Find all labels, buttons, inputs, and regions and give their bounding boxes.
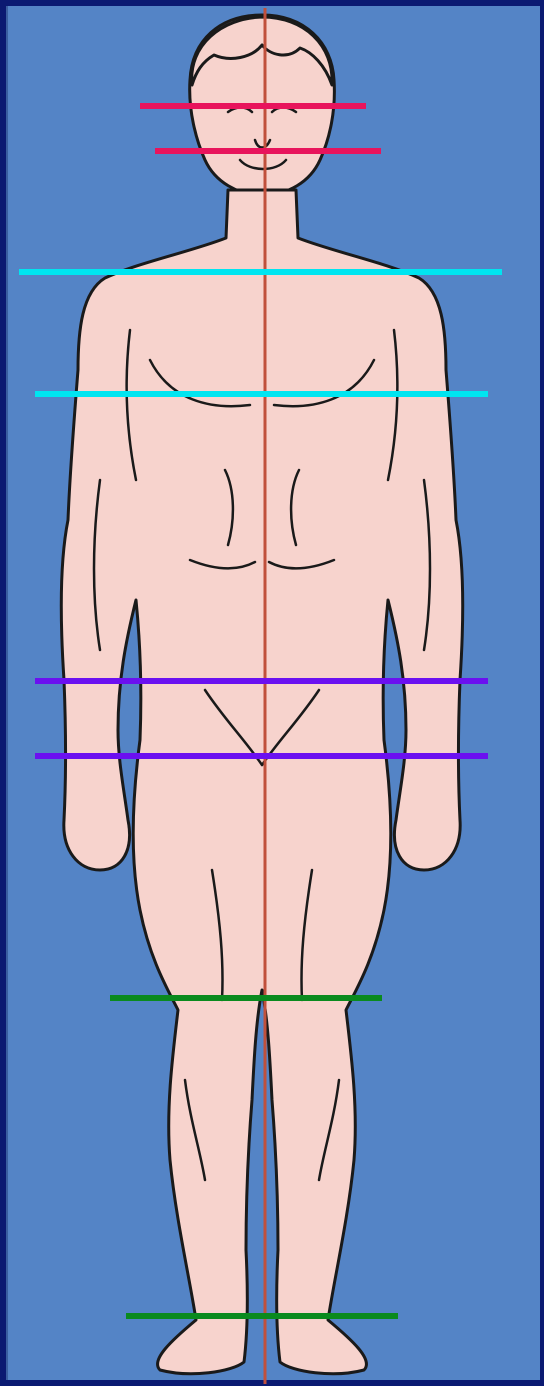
human-figure — [61, 15, 462, 1374]
torso — [61, 190, 462, 1374]
